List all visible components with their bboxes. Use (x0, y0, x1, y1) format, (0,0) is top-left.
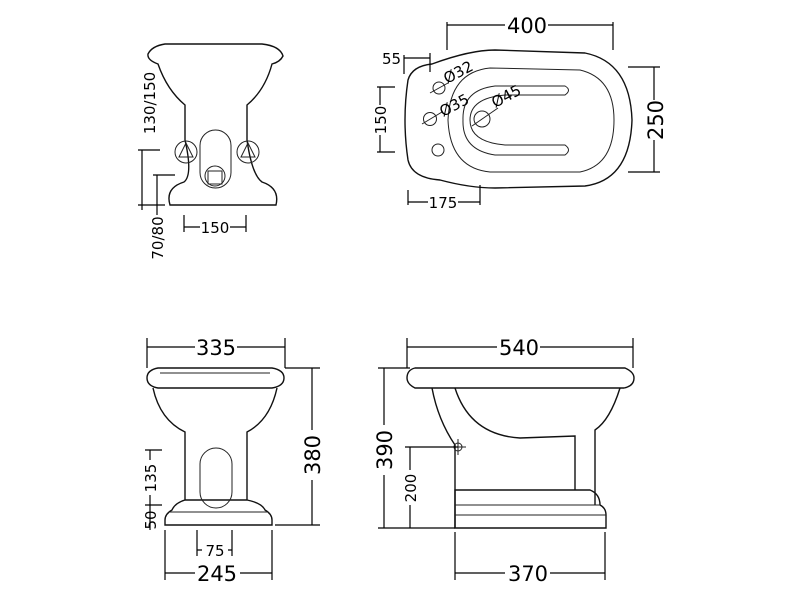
dim-400-line (446, 22, 614, 50)
tap-triangle-left (178, 141, 194, 158)
rear-oval-opening (199, 447, 233, 509)
dim-200-label: 200 (402, 474, 420, 503)
dim-150-line (183, 215, 247, 232)
dim-380-line (275, 367, 320, 526)
dim-335-label: 335 (196, 336, 236, 360)
hole-35-axis (421, 111, 443, 125)
hole-32-icon (432, 81, 446, 95)
front-oval-opening (199, 129, 232, 189)
plan-view: Ø32 Ø35 Ø45 400 250 150 55 175 (372, 14, 668, 212)
rear-bowl-pedestal (152, 387, 278, 500)
hole-35-label: Ø35 (436, 90, 472, 120)
hole-35-icon (423, 112, 437, 126)
dim-175-line (407, 185, 481, 205)
plan-bowl-inner (462, 85, 569, 156)
dim-245-label: 245 (197, 562, 237, 586)
front-view: 130/150 70/80 150 (138, 43, 284, 260)
dim-150-label: 150 (201, 219, 230, 237)
side-bowl-pedestal (431, 387, 621, 528)
dim-130-150-line (138, 149, 165, 210)
dim-55-line (403, 53, 431, 74)
dim-245-line (164, 530, 273, 580)
side-view: 540 390 200 370 (373, 336, 635, 586)
dim-540-line (406, 338, 634, 368)
tap-hole-right-icon (236, 140, 260, 164)
rear-base (164, 499, 273, 526)
dim-135-line (145, 449, 162, 530)
dim-400-label: 400 (507, 14, 547, 38)
tap-hole-left-icon (174, 140, 198, 164)
dim-390-line (378, 367, 455, 529)
dim-50-label: 50 (142, 510, 160, 529)
dim-200-line (405, 446, 458, 528)
rear-view: 335 380 135 50 75 245 (142, 336, 325, 586)
dim-55-label: 55 (382, 50, 401, 68)
dim-75-line (196, 530, 233, 556)
dim-70-80-line (153, 174, 175, 215)
side-base-lines (455, 504, 606, 516)
dim-150-plan-label: 150 (372, 106, 390, 135)
dim-540-label: 540 (499, 336, 539, 360)
plan-rim-inner (447, 67, 615, 173)
dim-380-label: 380 (301, 435, 325, 475)
tap-triangle-right (240, 141, 256, 158)
side-rim (406, 367, 635, 389)
dim-370-label: 370 (508, 562, 548, 586)
drain-square (207, 170, 223, 185)
dim-135-label: 135 (142, 464, 160, 493)
hole-plain-icon (431, 143, 445, 157)
rear-rim (146, 367, 285, 389)
dim-390-label: 390 (373, 430, 397, 470)
dim-70-80-label: 70/80 (149, 216, 167, 259)
drain-circle (204, 165, 226, 187)
hole-45-axis (471, 107, 499, 127)
dim-335-line (146, 338, 286, 368)
dim-150-plan-line (377, 86, 395, 153)
dim-370-line (454, 532, 606, 580)
hole-32-label: Ø32 (440, 57, 476, 87)
front-view-outline (147, 43, 284, 206)
side-base (454, 489, 607, 529)
hole-45-icon (473, 110, 491, 128)
hole-32-axis (429, 82, 449, 94)
dim-175-label: 175 (429, 194, 458, 212)
dim-75-label: 75 (205, 542, 224, 560)
plan-outer-outline (404, 49, 633, 189)
dim-250-label: 250 (644, 100, 668, 140)
dim-250-line (628, 66, 660, 173)
dim-130-150-label: 130/150 (141, 72, 159, 134)
